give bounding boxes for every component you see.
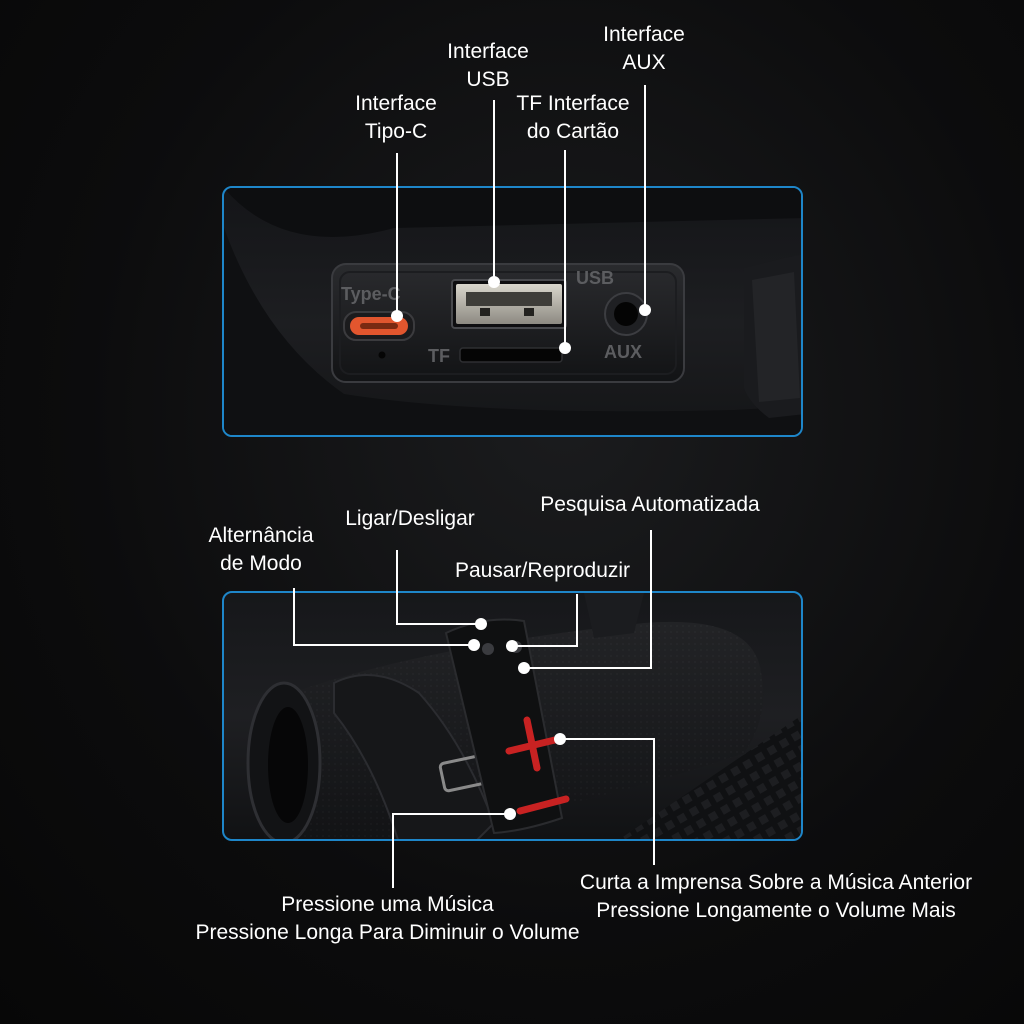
prev-track-volume-down-label: Pressione uma Música Pressione Longa Par… (195, 893, 580, 944)
typec-silk-label: Type-C (341, 284, 401, 304)
controls-panel (222, 591, 803, 841)
usb-silk-label: USB (576, 268, 615, 288)
volume-up-button[interactable] (505, 716, 563, 772)
tf-card-interface-label: TF Interface do Cartão (516, 92, 630, 143)
volume-down-button[interactable] (516, 795, 570, 815)
pause-play-label: Pausar/Reproduzir (454, 559, 631, 582)
ports-panel: Type-C USB TF AUX (222, 186, 803, 437)
indicator-hole (378, 351, 386, 359)
aux-silk-label: AUX (604, 342, 643, 362)
mode-switch-label: Alternância de Modo (208, 524, 314, 575)
usb-interface-label: Interface USB (447, 40, 529, 91)
aux-interface-label: Interface AUX (603, 23, 685, 74)
power-label: Ligar/Desligar (345, 507, 475, 530)
carry-strap (333, 674, 496, 839)
speaker-controls-illustration (246, 593, 801, 839)
next-track-volume-up-label: Curta a Imprensa Sobre a Música Anterior… (579, 871, 973, 922)
tf-card-slot (459, 347, 563, 363)
typec-interface-label: Interface Tipo-C (355, 92, 437, 143)
speaker-ports-illustration (224, 188, 801, 435)
tf-silk-label: TF (428, 346, 450, 366)
mode-button[interactable] (482, 643, 494, 655)
auto-search-label: Pesquisa Automatizada (540, 493, 760, 516)
play-pause-button[interactable] (510, 641, 522, 653)
